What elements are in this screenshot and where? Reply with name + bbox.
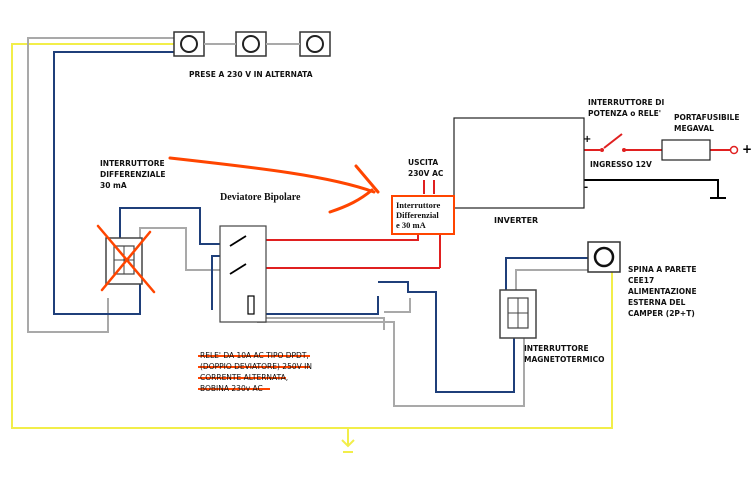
relay-note-line2: (DOPPIO DEVIATORE) 250V IN — [200, 362, 312, 371]
curved-arrow-icon — [168, 156, 380, 214]
plug-label-line2: CEE17 — [628, 276, 655, 285]
inverter-box — [453, 117, 585, 209]
relay-note-strike — [198, 355, 310, 390]
plug-icon — [587, 241, 621, 273]
plug-label-line4: ESTERNA DEL — [628, 298, 686, 307]
cross-out-icon — [96, 224, 156, 294]
relay-note-line3: CORRENTE ALTERNATA, — [200, 373, 289, 382]
fuse-icon — [661, 139, 711, 161]
dc-wires — [584, 149, 730, 198]
earth-wire — [11, 43, 613, 453]
breaker-label-line2: MAGNETOTERMICO — [524, 355, 605, 364]
rcd-label-line2: DIFFERENZIALE — [100, 170, 166, 179]
socket-icon — [173, 31, 205, 57]
inline-rcd-highlight — [391, 195, 455, 235]
switch-icon — [229, 235, 247, 275]
positive-terminal — [729, 145, 739, 155]
inverter-label: INVERTER — [494, 216, 539, 225]
power-switch-icon — [600, 133, 626, 152]
inline-rcd-line1: Interruttore — [396, 200, 441, 210]
power-switch-line1: INTERRUTTORE DI — [588, 98, 665, 107]
relay-note-line4: BOBINA 230v AC — [200, 384, 263, 393]
inverter-output-wires — [262, 180, 441, 269]
deviator-switch — [219, 225, 267, 323]
output-label-line1: USCITA — [408, 158, 439, 167]
inline-rcd-line3: e 30 mA — [396, 220, 426, 230]
relay-note-line1: RELE' DA 10A AC TIPO DPDT, — [200, 351, 309, 360]
inverter-minus: - — [584, 182, 589, 193]
breaker-label-line1: INTERRUTTORE — [524, 344, 589, 353]
plug-label-line1: SPINA A PARETE — [628, 265, 697, 274]
fuse-label-line2: MEGAVAL — [674, 124, 714, 133]
fuse-label-line1: PORTAFUSIBILE — [674, 113, 740, 122]
output-label-line2: 230V AC — [408, 169, 444, 178]
plug-label-line3: ALIMENTAZIONE — [628, 287, 697, 296]
inverter-plus: + — [583, 134, 592, 145]
deviator-label: Deviatore Bipolare — [220, 192, 301, 203]
socket-icon — [235, 31, 267, 57]
sockets-label: PRESE A 230 V IN ALTERNATA — [189, 70, 313, 79]
input-label: INGRESSO 12V — [590, 160, 652, 169]
plug-label-line5: CAMPER (2P+T) — [628, 309, 695, 318]
rcd-label-line1: INTERRUTTORE — [100, 159, 165, 168]
socket-icon — [299, 31, 331, 57]
breaker-icon — [499, 289, 537, 339]
power-switch-line2: POTENZA o RELE' — [588, 109, 662, 118]
rcd-label-line3: 30 mA — [100, 181, 127, 190]
inline-rcd-line2: Differenzial — [396, 210, 439, 220]
terminal-plus: + — [742, 142, 753, 156]
